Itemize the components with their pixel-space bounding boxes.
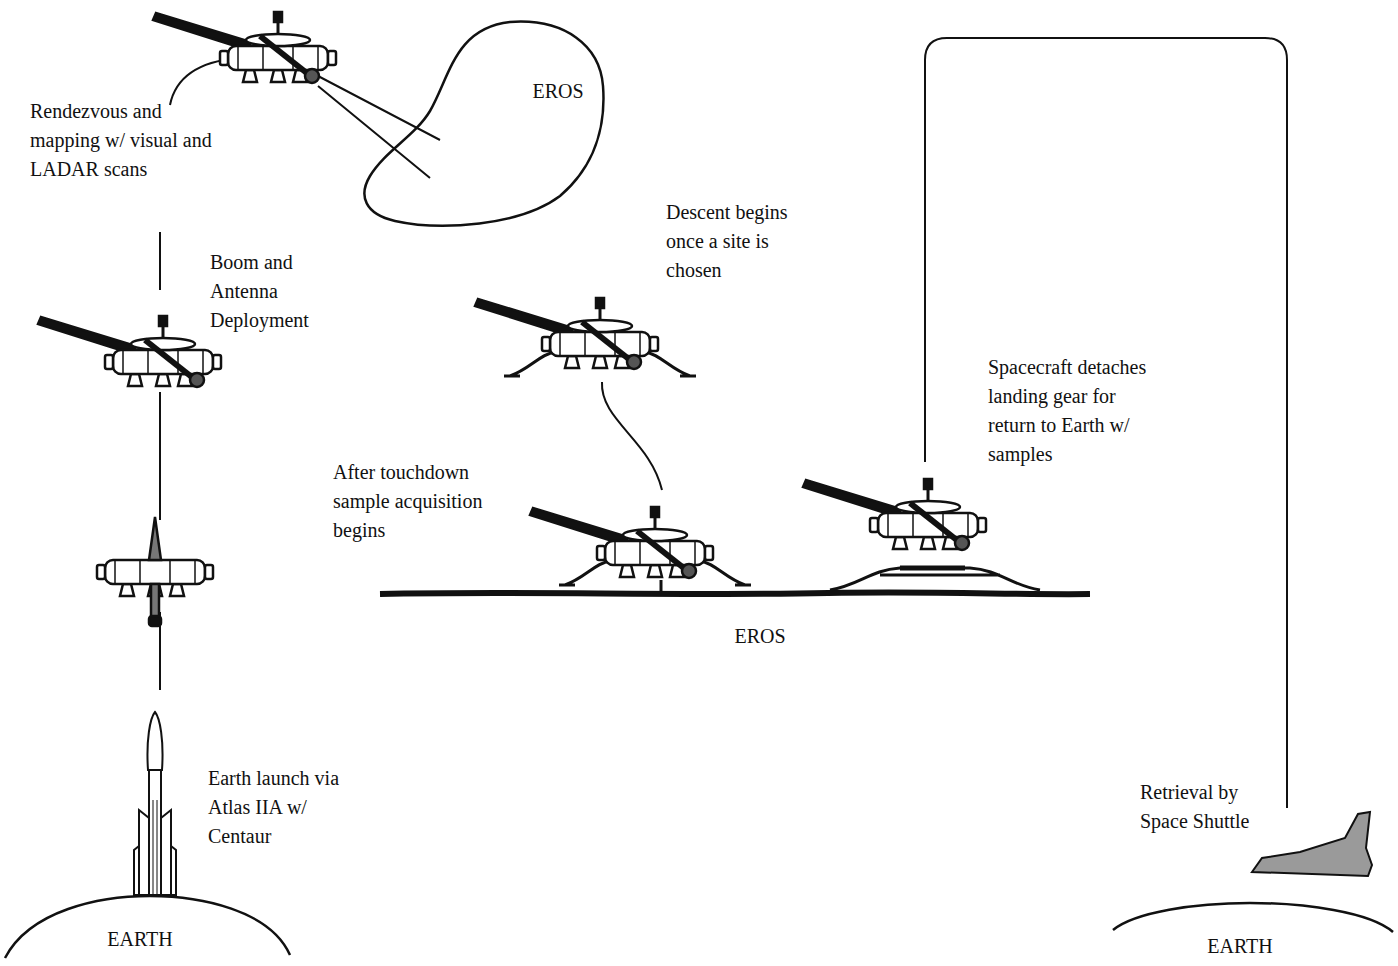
- place-name: EARTH: [1207, 935, 1272, 958]
- step-note: Boom and Antenna Deployment: [210, 248, 338, 335]
- node-outline: [360, 16, 605, 228]
- spacecraft: [38, 316, 221, 387]
- landing-gear: [830, 568, 1040, 590]
- spacecraft: [153, 12, 336, 83]
- step-note: Retrieval by Space Shuttle: [1140, 778, 1290, 836]
- step-note: After touchdown sample acquisition begin…: [333, 458, 528, 545]
- spacecraft: [530, 507, 751, 585]
- sequence-line: [925, 38, 1287, 808]
- asteroid-surface: EROS: [378, 582, 1092, 652]
- step-note: Descent begins once a site is chosen: [666, 198, 824, 285]
- place-name: EARTH: [107, 928, 172, 951]
- step-note: Earth launch via Atlas IIA w/ Centaur: [208, 764, 348, 851]
- launch-vehicle: [134, 712, 176, 895]
- place-name: EROS: [734, 625, 785, 648]
- sequence-line: [602, 382, 662, 490]
- earth-horizon: EARTH: [0, 880, 300, 960]
- place-name: EROS: [532, 80, 583, 103]
- step-note: Rendezvous and mapping w/ visual and LAD…: [30, 97, 215, 184]
- asteroid-outline: EROS: [360, 16, 605, 228]
- space-shuttle: [1252, 812, 1372, 876]
- step-note: Spacecraft detaches landing gear for ret…: [988, 353, 1154, 469]
- spacecraft: [803, 479, 986, 550]
- sequence-line: [159, 392, 161, 520]
- sequence-line: [159, 232, 161, 290]
- earth-horizon: EARTH: [1105, 890, 1398, 966]
- spacecraft: [97, 517, 213, 626]
- spacecraft: [475, 298, 696, 376]
